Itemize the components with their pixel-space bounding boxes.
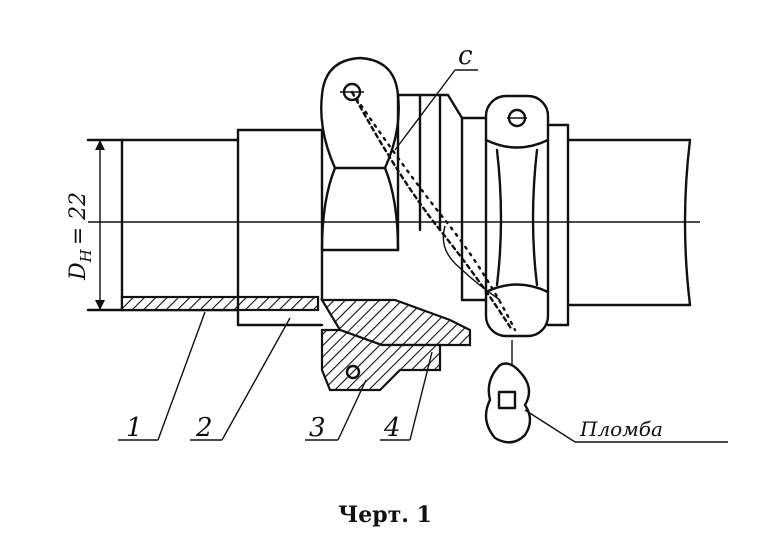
seal-label: Пломба <box>579 417 663 441</box>
union-nut <box>320 56 400 252</box>
label-part-1: 1 <box>126 413 143 443</box>
label-wire: с <box>458 41 473 71</box>
right-nut <box>460 94 550 338</box>
nipple-part <box>236 128 324 327</box>
dimension-label: DH= 22 <box>66 192 95 281</box>
label-part-4: 4 <box>383 413 401 443</box>
seal-wire <box>350 90 517 332</box>
lead-seal-icon <box>484 340 532 444</box>
right-pipe <box>546 123 692 327</box>
figure-caption: Черт. 1 <box>338 502 432 528</box>
coupling-body <box>396 93 464 302</box>
label-part-3: 3 <box>309 413 326 443</box>
left-pipe <box>86 138 320 312</box>
label-part-2: 2 <box>195 413 213 443</box>
section-cut <box>320 298 472 392</box>
dimension-line <box>95 140 105 310</box>
leader-lines <box>118 311 728 443</box>
